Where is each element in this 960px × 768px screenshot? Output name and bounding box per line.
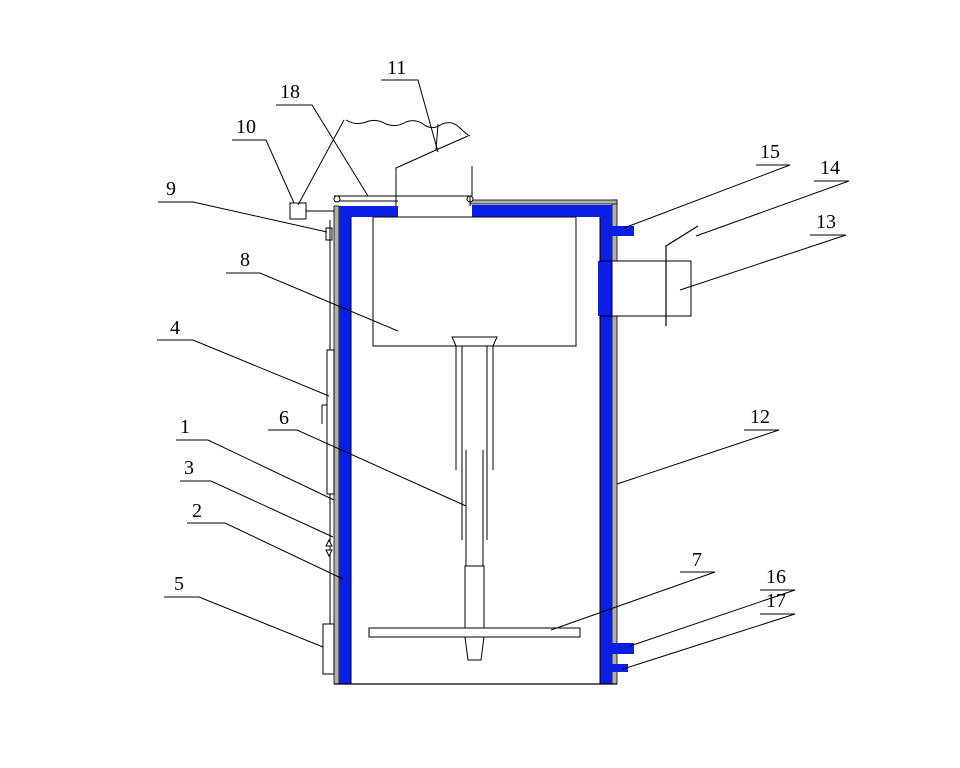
outlet [600, 225, 699, 326]
leader-18-b [297, 119, 345, 206]
valve-3 [325, 538, 333, 558]
label-12: 12 [750, 406, 770, 428]
label-18: 18 [280, 81, 300, 103]
hood-box-rect [372, 216, 577, 347]
level-gauge [326, 349, 335, 495]
tank-body [333, 199, 618, 685]
leader-3 [180, 480, 334, 538]
insulation-shell-left [333, 205, 340, 685]
label-16: 16 [766, 566, 786, 588]
leader-lines [157, 79, 850, 670]
leader-18 [276, 104, 369, 197]
coolant-ports [612, 226, 634, 672]
leader-7 [550, 571, 716, 631]
label-3: 3 [184, 457, 194, 479]
leader-4 [157, 339, 330, 397]
impeller-blade [368, 627, 581, 638]
motor-box [289, 202, 307, 220]
outlet-pipe [611, 260, 692, 317]
label-10: 10 [236, 116, 256, 138]
leader-17 [622, 613, 796, 670]
drain-box-5 [322, 623, 335, 675]
label-11: 11 [387, 57, 406, 79]
label-5: 5 [174, 573, 184, 595]
leader-13 [679, 234, 847, 291]
leader-15 [623, 164, 791, 229]
leader-1 [176, 439, 335, 501]
label-7: 7 [692, 549, 702, 571]
left-fittings [289, 202, 335, 675]
damper-plate [665, 225, 699, 326]
label-2: 2 [192, 500, 202, 522]
feed-funnel-left [395, 135, 469, 206]
label-8: 8 [240, 249, 250, 271]
part-labels: 1 3 2 4 5 6 8 9 10 18 11 15 14 13 12 7 1… [166, 57, 840, 612]
hood-box [372, 216, 577, 347]
label-14: 14 [820, 157, 840, 179]
leader-2 [187, 522, 344, 580]
cooling-jacket [339, 206, 398, 684]
leader-16 [629, 589, 796, 647]
label-1: 1 [180, 416, 190, 438]
insulation-shell-top [469, 199, 618, 205]
leader-11 [381, 79, 439, 153]
cover-hinge-left [333, 195, 341, 203]
coolant-port-17 [612, 664, 628, 672]
label-9: 9 [166, 178, 176, 200]
leader-14 [695, 180, 850, 237]
label-4: 4 [170, 317, 180, 339]
valve-9 [325, 227, 333, 241]
stirrer [368, 336, 581, 661]
impeller-hub [464, 636, 485, 661]
leader-12 [616, 429, 780, 485]
leader-10 [232, 139, 295, 204]
leader-9 [158, 201, 328, 233]
material-pile [345, 119, 471, 137]
leader-6 [268, 429, 467, 507]
label-15: 15 [760, 141, 780, 163]
shaft-lower [464, 565, 485, 629]
coolant-inlet-top [612, 226, 634, 236]
leader-8 [226, 272, 399, 332]
leader-5 [164, 596, 324, 648]
shaft-collar [451, 336, 498, 347]
coolant-port-16 [612, 643, 634, 654]
label-17: 17 [766, 590, 786, 612]
top-cover [333, 119, 474, 206]
label-6: 6 [279, 407, 289, 429]
label-13: 13 [816, 211, 836, 233]
